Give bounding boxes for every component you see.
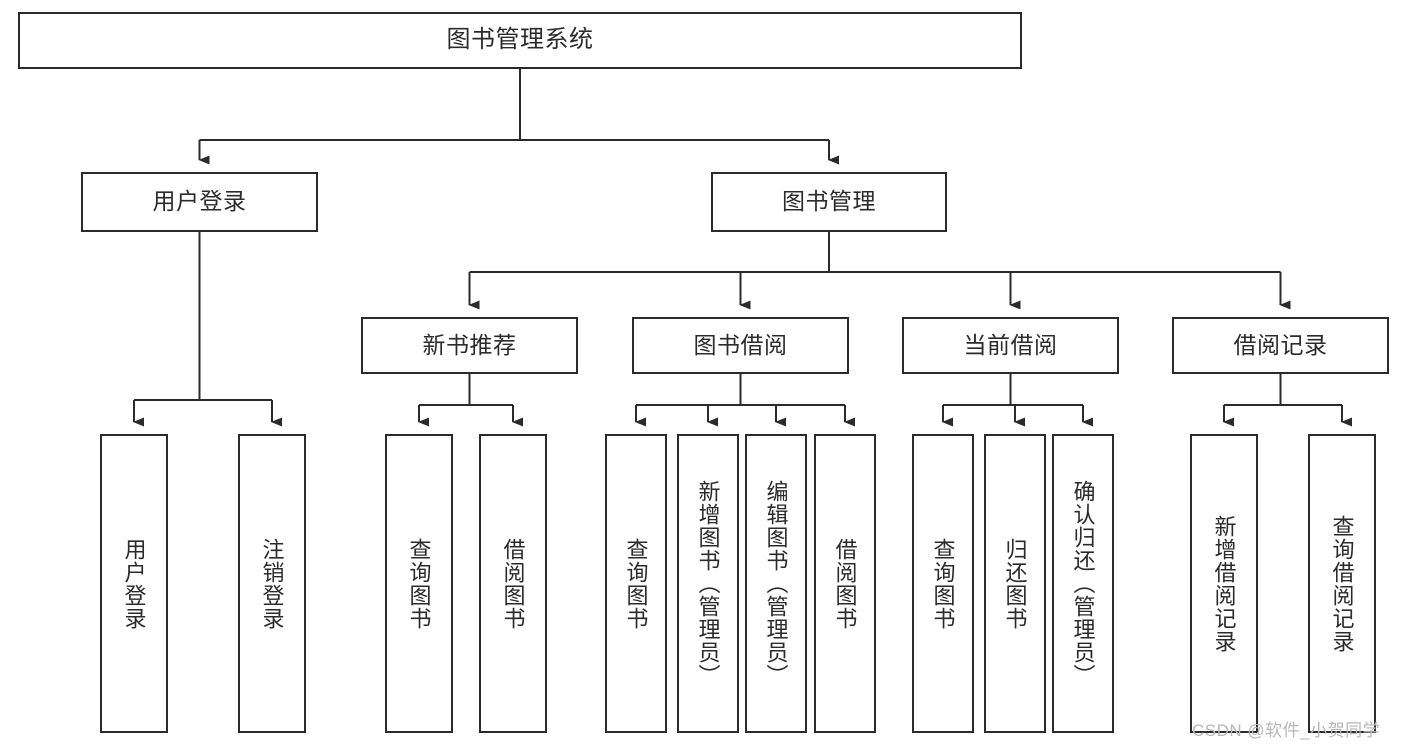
node-user-login-label: 用户登录 — [152, 188, 247, 215]
node-borrow-record-label: 借阅记录 — [1233, 331, 1328, 358]
node-new-book-rec[interactable]: 新书推荐 — [361, 317, 578, 374]
node-leaf-query-record[interactable]: 查询借阅记录 — [1308, 434, 1376, 733]
csdn-watermark: CSDN @软件_小贺同学 — [1192, 721, 1381, 740]
node-leaf-logout-label: 注销登录 — [259, 537, 285, 630]
node-leaf-query-book-2-label: 查询图书 — [623, 537, 649, 630]
node-leaf-user-login[interactable]: 用户登录 — [100, 434, 168, 733]
node-root-label: 图书管理系统 — [446, 26, 594, 54]
node-leaf-return-book[interactable]: 归还图书 — [984, 434, 1046, 733]
node-leaf-edit-book-label: 编辑图书（管理员） — [763, 480, 789, 687]
node-leaf-query-book-2[interactable]: 查询图书 — [605, 434, 667, 733]
node-leaf-add-record-label: 新增借阅记录 — [1211, 514, 1237, 653]
node-borrow-record[interactable]: 借阅记录 — [1172, 317, 1389, 374]
node-book-borrow[interactable]: 图书借阅 — [632, 317, 849, 374]
node-leaf-add-book[interactable]: 新增图书（管理员） — [677, 434, 739, 733]
node-current-borrow[interactable]: 当前借阅 — [902, 317, 1119, 374]
node-leaf-query-book-3[interactable]: 查询图书 — [912, 434, 974, 733]
node-leaf-user-login-label: 用户登录 — [121, 537, 147, 630]
node-leaf-borrow-book-2-label: 借阅图书 — [832, 537, 858, 630]
node-leaf-return-book-label: 归还图书 — [1002, 537, 1028, 630]
node-book-manage-label: 图书管理 — [782, 188, 876, 215]
node-leaf-query-book-1-label: 查询图书 — [406, 537, 432, 630]
node-new-book-rec-label: 新书推荐 — [422, 331, 517, 358]
node-book-borrow-label: 图书借阅 — [693, 331, 788, 358]
node-leaf-edit-book[interactable]: 编辑图书（管理员） — [745, 434, 807, 733]
node-root[interactable]: 图书管理系统 — [18, 12, 1022, 69]
node-leaf-borrow-book-1-label: 借阅图书 — [500, 537, 526, 630]
node-leaf-confirm-return[interactable]: 确认归还（管理员） — [1052, 434, 1114, 733]
node-leaf-query-record-label: 查询借阅记录 — [1329, 514, 1355, 653]
node-leaf-borrow-book-1[interactable]: 借阅图书 — [479, 434, 547, 733]
node-leaf-query-book-3-label: 查询图书 — [930, 537, 956, 630]
node-leaf-add-book-label: 新增图书（管理员） — [695, 480, 721, 687]
node-leaf-logout[interactable]: 注销登录 — [238, 434, 306, 733]
node-current-borrow-label: 当前借阅 — [963, 331, 1058, 358]
node-user-login[interactable]: 用户登录 — [81, 172, 318, 232]
node-leaf-borrow-book-2[interactable]: 借阅图书 — [814, 434, 876, 733]
node-book-manage[interactable]: 图书管理 — [711, 172, 947, 232]
node-leaf-confirm-return-label: 确认归还（管理员） — [1070, 480, 1096, 687]
node-leaf-query-book-1[interactable]: 查询图书 — [385, 434, 453, 733]
node-leaf-add-record[interactable]: 新增借阅记录 — [1190, 434, 1258, 733]
